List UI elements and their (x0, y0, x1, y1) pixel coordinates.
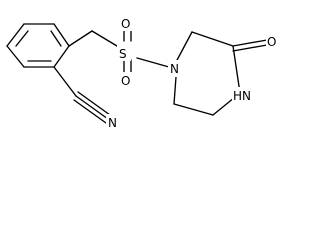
chemical-structure-diagram: S O O N O HN N (6, 15, 280, 130)
carbonyl-double-bond-b (232, 44, 268, 52)
aromatic-to-nitrile-carbon-bond (53, 66, 77, 97)
benzene-inner-bond-1 (15, 30, 29, 47)
ring-nitrogen-label: N (170, 62, 179, 76)
benzene-bond-3 (53, 23, 70, 47)
top-oxygen-label-background (120, 15, 134, 31)
nitrile-triple-bond-a (75, 95, 109, 120)
carbonyl-oxygen-label: O (267, 35, 276, 49)
sulfur-label-background (117, 45, 131, 61)
nitrile-nitrogen-label: N (108, 116, 117, 130)
sulfur-to-nitrogen-bond (136, 57, 170, 68)
nitrile-triple-bond-b (77, 91, 111, 116)
sulfur-label: S (119, 47, 127, 61)
ch2-to-sulfur-bond (91, 30, 118, 47)
aromatic-to-ch2-bond (68, 30, 93, 47)
carbonyl-double-bond-a (232, 39, 268, 47)
ring-lower-left-carbon-to-n (173, 76, 177, 105)
amide-nh-label-background (232, 87, 255, 104)
benzene-ring (6, 23, 70, 68)
carbonyl-oxygen-label-background (266, 34, 280, 50)
ring-n-to-upper-carbon (175, 31, 193, 63)
ring-carbonyl-carbon-to-nh (232, 45, 241, 94)
nitrile-triple-bond-c (73, 99, 107, 124)
benzene-bond-6 (6, 45, 25, 68)
benzene-bond-1 (6, 23, 25, 47)
top-oxygen-label: O (121, 17, 130, 31)
nitrile-nitrogen-label-background (106, 114, 120, 130)
benzene-bond-4 (53, 45, 70, 68)
chemical-structure-canvas: S O O N O HN N (0, 0, 288, 131)
ring-lower-carbon-to-lower-left-carbon (173, 103, 214, 116)
benzene-inner-bond-2 (50, 30, 62, 47)
amide-nh-label: HN (233, 89, 251, 103)
bottom-oxygen-label: O (121, 74, 130, 88)
ring-nitrogen-label-background (168, 60, 183, 77)
bottom-oxygen-label-background (120, 72, 134, 88)
ring-upper-carbon-to-carbonyl-carbon (191, 31, 234, 47)
